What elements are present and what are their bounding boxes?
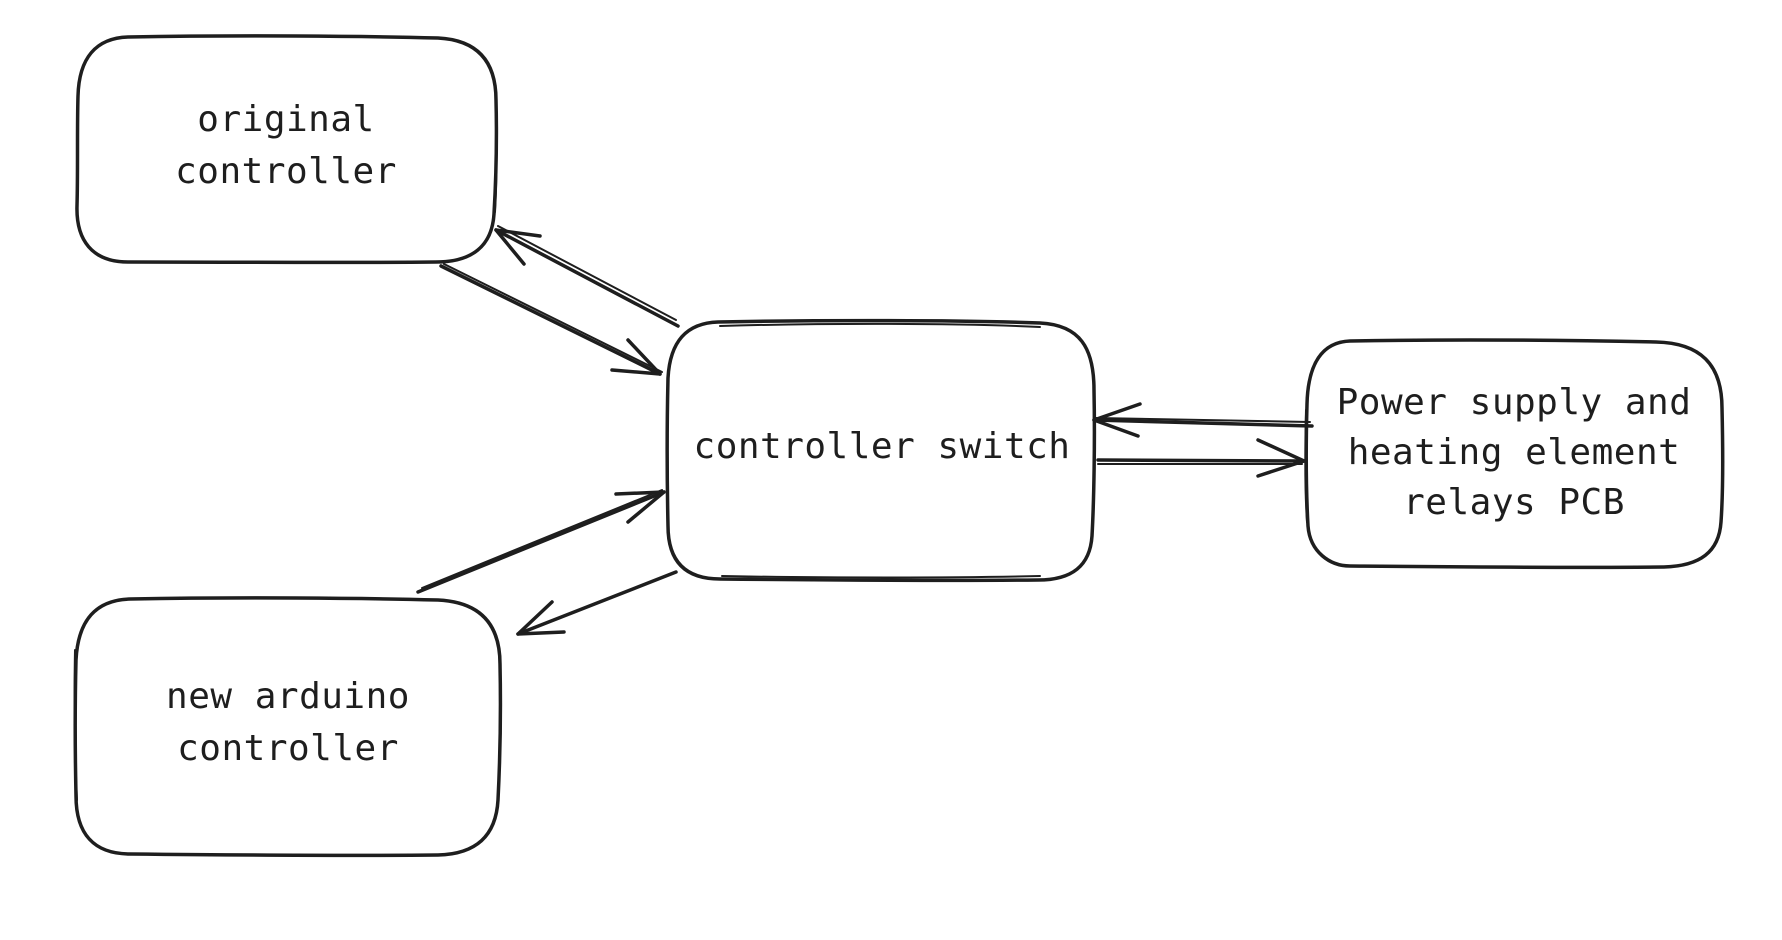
node-power-supply-pcb-label-3: relays PCB bbox=[1403, 482, 1625, 523]
edge-arduino-to-switch-arrowhead bbox=[614, 490, 666, 524]
node-controller-switch-label: controller switch bbox=[694, 426, 1071, 467]
node-controller-switch[interactable]: controller switch bbox=[665, 318, 1097, 583]
edge-switch-to-arduino-arrowhead bbox=[516, 600, 566, 636]
edge-pcb-to-switch[interactable] bbox=[1092, 402, 1314, 438]
edge-switch-to-original-line bbox=[494, 228, 680, 328]
node-power-supply-pcb-label-1: Power supply and bbox=[1337, 382, 1692, 423]
node-power-supply-pcb-box bbox=[1304, 338, 1725, 570]
edge-arduino-to-switch-line bbox=[416, 490, 666, 594]
node-original-controller-label-2: controller bbox=[175, 151, 397, 192]
node-new-arduino-controller[interactable]: new arduino controller bbox=[73, 596, 503, 858]
edge-pcb-to-switch-arrowhead bbox=[1092, 402, 1142, 438]
node-original-controller-label-1: original bbox=[197, 99, 374, 140]
node-new-arduino-controller-label-2: controller bbox=[177, 728, 399, 769]
node-original-controller-box bbox=[75, 34, 499, 265]
edge-original-to-switch-line bbox=[439, 264, 662, 376]
edge-switch-to-arduino-line bbox=[516, 570, 678, 636]
edge-switch-to-pcb-arrowhead bbox=[1256, 438, 1306, 478]
edge-pcb-to-switch-line bbox=[1092, 418, 1314, 428]
node-power-supply-pcb-label-2: heating element bbox=[1348, 432, 1681, 473]
node-original-controller[interactable]: original controller bbox=[75, 34, 499, 265]
edge-switch-to-original[interactable] bbox=[494, 225, 680, 328]
node-controller-switch-box bbox=[665, 318, 1097, 583]
edge-switch-to-pcb[interactable] bbox=[1096, 438, 1306, 478]
edge-switch-to-original-arrowhead bbox=[494, 228, 542, 266]
edge-switch-to-arduino[interactable] bbox=[516, 570, 678, 636]
edge-arduino-to-switch[interactable] bbox=[416, 489, 666, 594]
edge-original-to-switch-arrowhead bbox=[610, 338, 662, 376]
edge-original-to-switch[interactable] bbox=[439, 263, 663, 376]
node-new-arduino-controller-label-1: new arduino bbox=[166, 676, 410, 717]
edge-switch-to-pcb-line bbox=[1096, 458, 1306, 463]
node-new-arduino-controller-box bbox=[73, 596, 503, 858]
node-power-supply-pcb[interactable]: Power supply and heating element relays … bbox=[1304, 338, 1725, 570]
